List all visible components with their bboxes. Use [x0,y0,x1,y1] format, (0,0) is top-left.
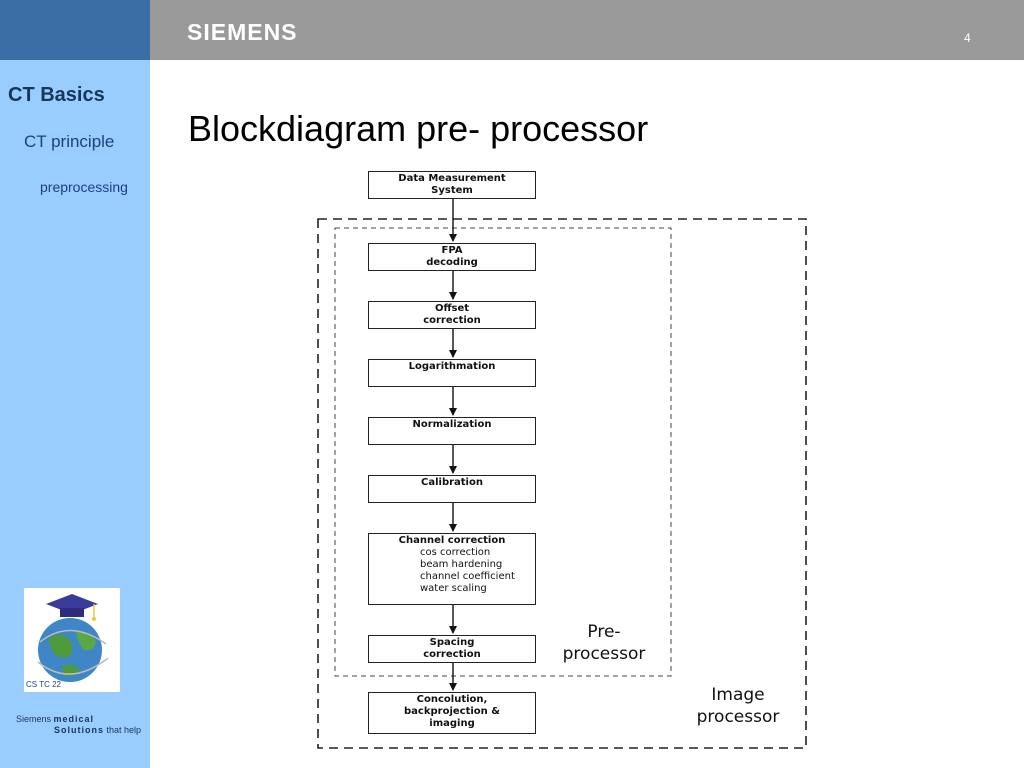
logo-caption: CS TC 22 [26,680,61,689]
block-text: correction [423,649,481,660]
footer-solutions: Solutions [54,725,104,735]
block-data-measurement-system: Data Measurement System [368,171,536,199]
block-spacing-correction: Spacing correction [368,635,536,663]
block-text: Logarithmation [408,361,496,372]
channel-item: beam hardening [420,559,503,570]
block-text: decoding [426,257,478,268]
block-channel-correction: Channel correction cos correction beam h… [368,533,536,605]
image-processor-label: Image processor [686,684,790,728]
block-text: imaging [429,718,475,729]
block-text: Normalization [412,419,492,430]
block-text: Calibration [421,477,483,488]
block-text: backprojection & [404,706,500,717]
footer-siemens: Siemens [16,714,52,724]
block-reconstruction: Concolution, backprojection & imaging [368,692,536,734]
label-line: Pre- [587,622,621,642]
block-normalization: Normalization [368,417,536,445]
channel-item: channel coefficient [420,571,515,582]
block-offset-correction: Offset correction [368,301,536,329]
channel-item: cos correction [420,547,491,558]
channel-item: water scaling [420,583,487,594]
footer-medical: medical [53,714,95,724]
block-text: Channel correction [398,535,506,546]
block-text: Spacing [429,637,475,648]
image-processor-region [317,218,807,749]
graduation-cap-globe-icon [24,588,120,692]
block-text: System [431,185,473,196]
block-text: Offset [434,303,470,314]
block-text: Data Measurement [398,173,506,184]
slide-title: Blockdiagram pre- processor [188,108,649,149]
label-line: Image [711,685,765,705]
pre-processor-region [334,227,672,677]
sidebar-subsubtitle[interactable]: preprocessing [40,179,128,195]
pre-processor-label: Pre- processor [552,621,656,665]
block-text: Concolution, [416,694,488,705]
header-right-band [150,0,1024,60]
siemens-logo: SIEMENS [187,19,298,45]
footer-line-2: Solutions that help [54,725,141,735]
block-fpa-decoding: FPA decoding [368,243,536,271]
block-logarithmation: Logarithmation [368,359,536,387]
header-left-band [0,0,150,60]
sidebar-subtitle[interactable]: CT principle [24,132,115,151]
page-number: 4 [964,31,971,45]
label-line: processor [696,707,780,727]
label-line: processor [562,644,646,664]
sidebar-title[interactable]: CT Basics [8,84,105,106]
block-calibration: Calibration [368,475,536,503]
footer-that-help: that help [106,725,142,735]
footer-line-1: Siemens medical [16,714,94,724]
block-text: correction [423,315,481,326]
block-text: FPA [441,245,463,256]
